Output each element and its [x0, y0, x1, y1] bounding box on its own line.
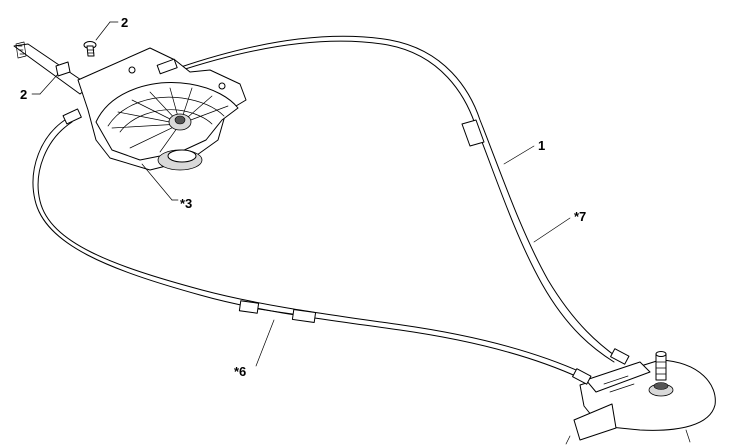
shifter-assembly — [13, 41, 247, 171]
screw-2-top — [83, 41, 97, 57]
callout-2-top-label: 2 — [121, 15, 128, 30]
callout-3-label: *3 — [180, 196, 192, 211]
callout-7: *7 — [533, 209, 586, 243]
callout-3: *3 — [141, 163, 192, 211]
cable-1 — [175, 35, 619, 363]
callout-2-top: 2 — [95, 15, 128, 41]
callout-1: 1 — [503, 138, 545, 165]
callout-6-label: *6 — [234, 364, 246, 379]
cable-6 — [32, 117, 584, 379]
callout-2-left-label: 2 — [20, 87, 27, 102]
callout-2-left: 2 — [20, 73, 59, 102]
lower-mount-assembly — [565, 348, 716, 445]
callout-1-label: 1 — [538, 138, 545, 153]
callout-7-label: *7 — [574, 209, 586, 224]
callout-6: *6 — [234, 319, 275, 379]
